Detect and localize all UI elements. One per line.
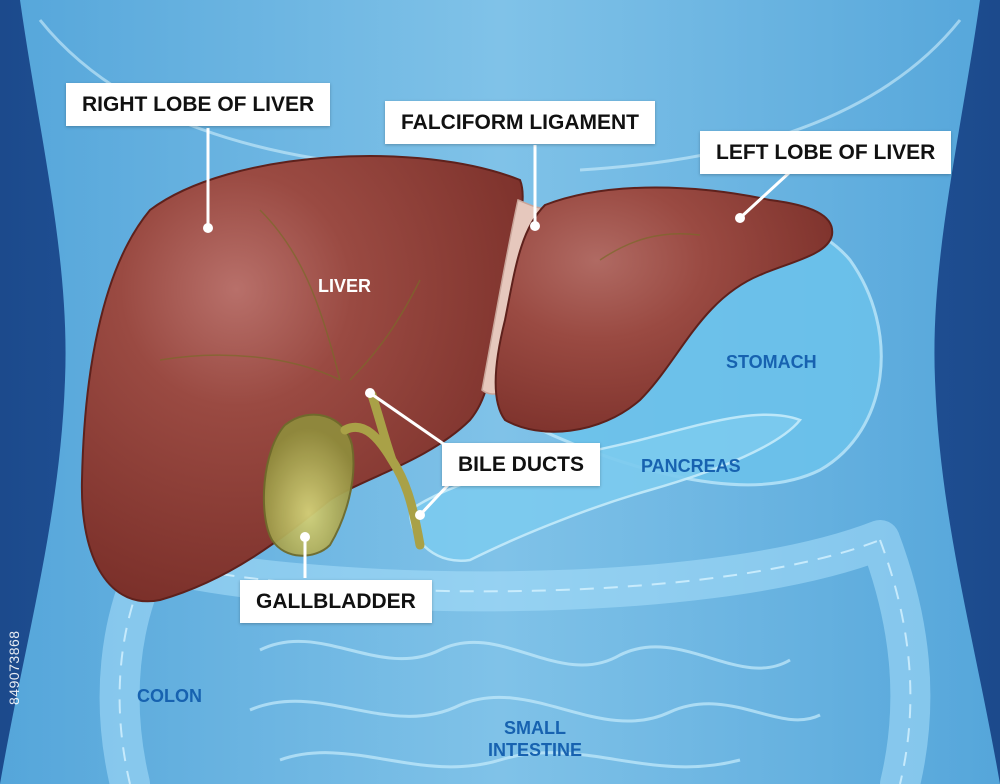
callout-gallbladder: GALLBLADDER: [240, 580, 432, 623]
bile-duct-shape: [340, 390, 425, 550]
gallbladder-shape: [262, 413, 355, 557]
leader-lines: [206, 128, 792, 578]
callout-bile-ducts: BILE DUCTS: [442, 443, 600, 486]
stock-id-text: 849073868: [6, 630, 22, 705]
leader-dots: [203, 213, 745, 542]
label-small-intestine-line2: INTESTINE: [487, 739, 582, 760]
label-liver: LIVER: [318, 276, 372, 296]
label-small-intestine: SMALL INTESTINE: [480, 718, 590, 761]
label-stomach: STOMACH: [726, 352, 817, 372]
small-intestine-coils: [249, 639, 821, 769]
callout-right-lobe-of-liver: RIGHT LOBE OF LIVER: [66, 83, 331, 126]
label-pancreas: PANCREAS: [641, 456, 741, 476]
liver-vessels: [159, 209, 701, 381]
rib-line-right: [579, 19, 962, 172]
liver-left-lobe: [494, 186, 834, 433]
label-colon: COLON: [137, 686, 202, 706]
callout-falciform-ligament: FALCIFORM LIGAMENT: [385, 101, 655, 144]
callout-left-lobe-of-liver: LEFT LOBE OF LIVER: [700, 131, 952, 174]
liver-right-lobe: [80, 155, 524, 603]
label-small-intestine-line1: SMALL: [504, 718, 566, 738]
